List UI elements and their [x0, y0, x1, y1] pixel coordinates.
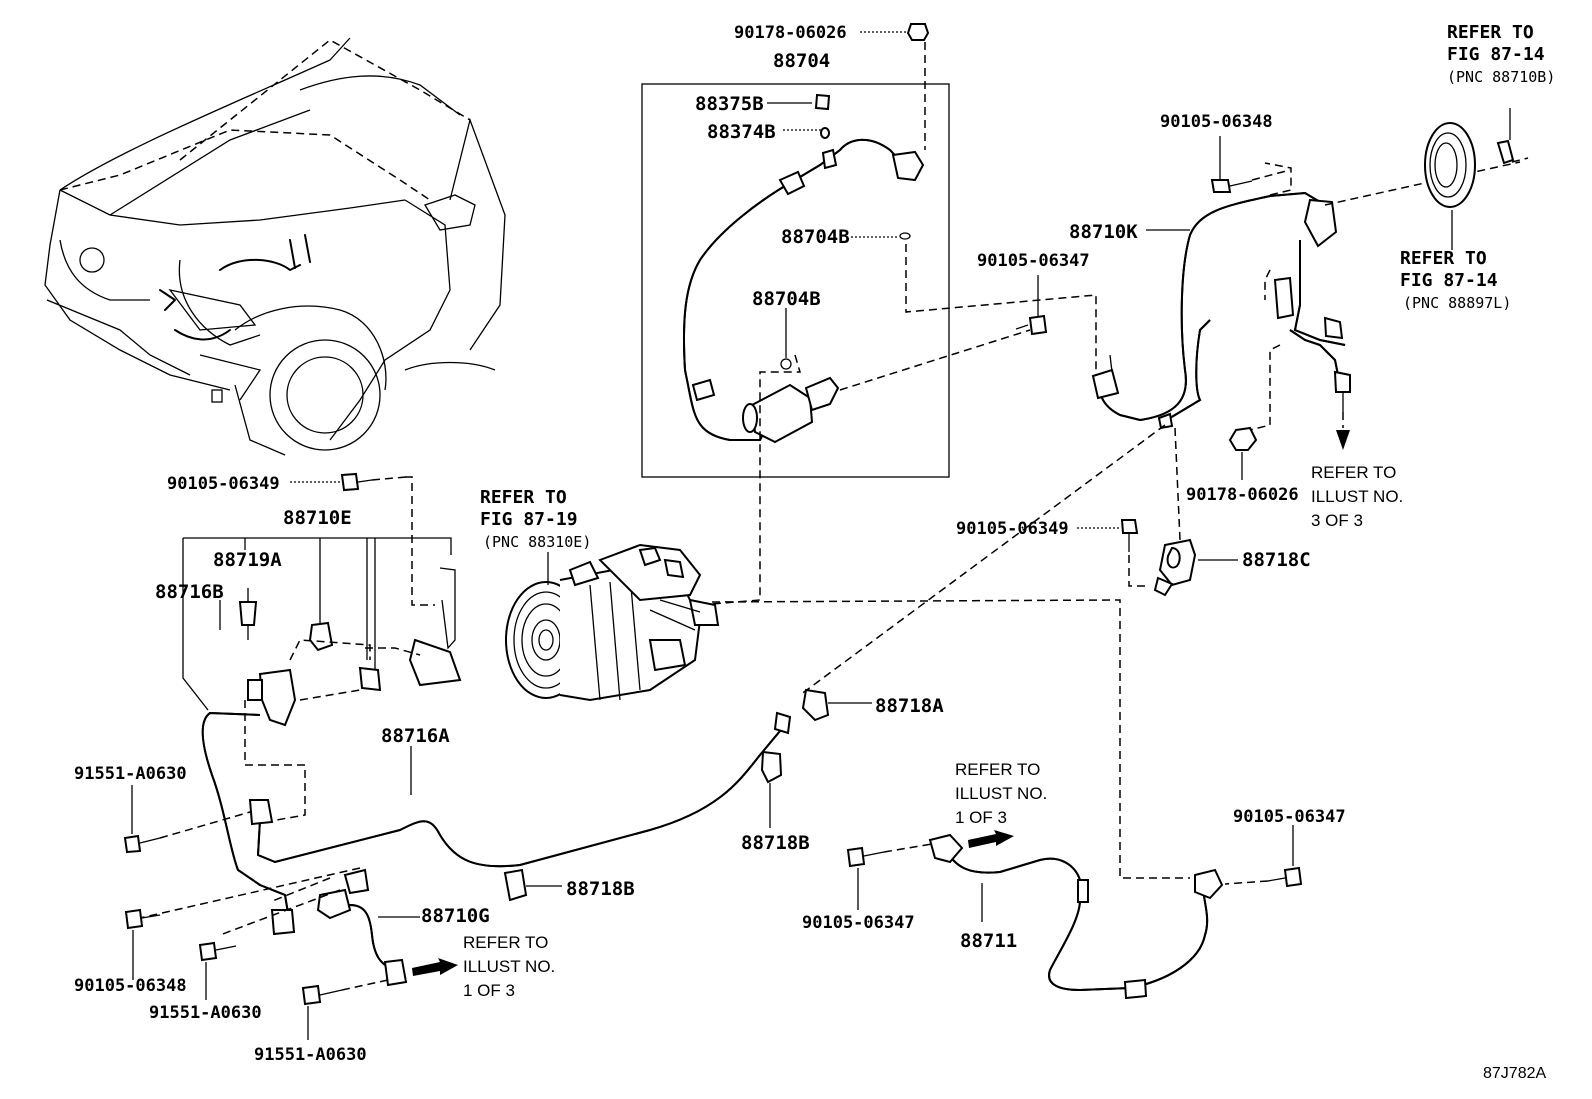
label-88704B-b: 88704B — [752, 288, 821, 310]
label-90105-06349-left: 90105-06349 — [167, 474, 280, 494]
diagram-code: 87J782A — [1483, 1065, 1546, 1082]
label-90105-06348-left: 90105-06348 — [74, 976, 187, 996]
label-88374B: 88374B — [707, 121, 776, 143]
label-88710E: 88710E — [283, 507, 352, 529]
label-88710G: 88710G — [421, 905, 490, 927]
ref-line: (PNC 88710B) — [1447, 68, 1555, 86]
hose-88711 — [928, 833, 1224, 1000]
seal-plate — [1424, 108, 1529, 250]
ref-line: 3 OF 3 — [1311, 511, 1363, 530]
label-88718C: 88718C — [1242, 549, 1311, 571]
label-91551-A0630-a: 91551-A0630 — [74, 764, 187, 784]
ref-line: FIG 87-14 — [1447, 44, 1545, 65]
ref-line: REFER TO — [480, 487, 567, 508]
label-91551-A0630-b: 91551-A0630 — [149, 1003, 262, 1023]
ref-line: REFER TO — [463, 933, 548, 952]
ref-line: REFER TO — [955, 760, 1040, 779]
reference-illust-1-of-3-low: REFER TO ILLUST NO. 1 OF 3 — [463, 933, 555, 1000]
vehicle-illustration — [44, 37, 506, 456]
ref-line: FIG 87-19 — [480, 509, 578, 530]
ref-line: REFER TO — [1311, 463, 1396, 482]
ref-line: 1 OF 3 — [463, 981, 515, 1000]
label-90105-06348-top: 90105-06348 — [1160, 112, 1273, 132]
ref-line: (PNC 88310E) — [483, 533, 591, 551]
ref-line: (PNC 88897L) — [1403, 294, 1511, 312]
ref-line: 1 OF 3 — [955, 808, 1007, 827]
label-91551-A0630-c: 91551-A0630 — [254, 1045, 367, 1065]
label-90105-06347-low: 90105-06347 — [802, 913, 915, 933]
clamp-88718C — [1153, 538, 1197, 597]
ref-line: ILLUST NO. — [955, 784, 1047, 803]
label-88704B-a: 88704B — [781, 226, 850, 248]
reference-fig-87-19: REFER TO FIG 87-19 (PNC 88310E) — [480, 487, 591, 551]
ref-line: ILLUST NO. — [1311, 487, 1403, 506]
label-88718B-b: 88718B — [566, 878, 635, 900]
ref-line: FIG 87-14 — [1400, 270, 1498, 291]
label-88375B: 88375B — [695, 93, 764, 115]
compressor — [505, 543, 720, 702]
bracket-group-88710E — [182, 537, 462, 727]
hose-88710K — [1091, 191, 1351, 430]
label-88716A: 88716A — [381, 725, 450, 747]
hose-88716 — [201, 711, 792, 936]
label-88711: 88711 — [960, 930, 1017, 952]
ref-line: REFER TO — [1400, 248, 1487, 269]
label-90105-06349-right: 90105-06349 — [956, 519, 1069, 539]
label-90105-06347-mid: 90105-06347 — [977, 251, 1090, 271]
reference-illust-3-of-3: REFER TO ILLUST NO. 3 OF 3 — [1311, 463, 1403, 530]
label-88719A: 88719A — [213, 549, 282, 571]
reference-fig-87-14-top: REFER TO FIG 87-14 (PNC 88710B) — [1447, 22, 1555, 86]
hose-assembly-88704-box — [641, 83, 950, 478]
label-88718A: 88718A — [875, 695, 944, 717]
reference-fig-87-14-mid: REFER TO FIG 87-14 (PNC 88897L) — [1400, 248, 1511, 312]
ref-line: ILLUST NO. — [463, 957, 555, 976]
hose-88710G — [316, 868, 458, 987]
label-90105-06347-right: 90105-06347 — [1233, 807, 1346, 827]
label-90178-06026-top: 90178-06026 — [734, 23, 847, 43]
label-88710K: 88710K — [1069, 221, 1138, 243]
label-88718B-a: 88718B — [741, 832, 810, 854]
label-88716B: 88716B — [155, 581, 224, 603]
reference-illust-1-of-3-mid: REFER TO ILLUST NO. 1 OF 3 — [955, 760, 1047, 827]
label-90178-06026-right: 90178-06026 — [1186, 485, 1299, 505]
ref-line: REFER TO — [1447, 22, 1534, 43]
label-88704: 88704 — [773, 50, 830, 72]
